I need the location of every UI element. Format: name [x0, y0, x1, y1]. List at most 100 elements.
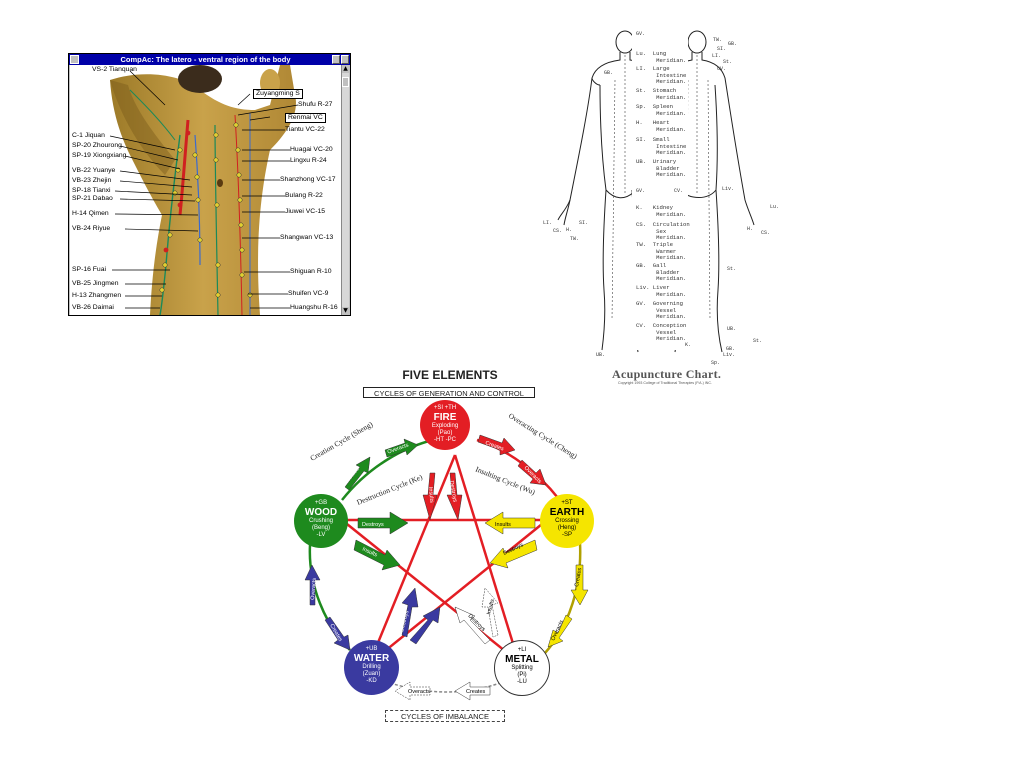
point-label[interactable]: Renmai VC	[285, 113, 326, 123]
node-sub: Crossing (Heng)	[555, 518, 579, 531]
point-label[interactable]: VB-22 Yuanye	[72, 167, 116, 174]
meridian-label: H. Heart Meridian.	[636, 119, 687, 133]
meridian-tag: Lu.	[770, 204, 780, 210]
point-label[interactable]: Shangwan VC-13	[280, 234, 334, 241]
point-label[interactable]: VS-2 Tianquan	[92, 66, 137, 73]
arrow-label: Destroys	[399, 610, 410, 633]
point-label[interactable]: H-14 Qimen	[72, 210, 109, 217]
point-label[interactable]: VB-25 Jingmen	[72, 280, 119, 287]
metal-node[interactable]: +LI METAL Splitting (Pi) -LU	[494, 640, 550, 696]
window-title: CompAc: The latero - ventral region of t…	[120, 55, 291, 64]
meridian-tag: Liv.	[723, 352, 736, 358]
meridian-tag: CS.	[553, 228, 563, 234]
overacting-cycle-label: Overacting Cycle (Cheng)	[507, 411, 579, 461]
point-label[interactable]: SP-18 Tianxi	[72, 187, 111, 194]
arrow-label: Insults	[495, 522, 511, 528]
meridian-tag: St.	[723, 59, 733, 65]
point-label[interactable]: Tiantu VC-22	[285, 126, 325, 133]
body-illustration	[109, 65, 299, 315]
meridian-tag: UB.	[596, 352, 606, 358]
node-bottom-label: -KD	[366, 678, 377, 684]
maximize-button[interactable]	[341, 55, 349, 64]
creation-cycle-label: Creation Cycle (Sheng)	[309, 419, 375, 462]
meridian-label: SI. Small Intestine Meridian.	[636, 136, 687, 156]
node-top-label: +ST	[561, 500, 573, 506]
point-label[interactable]: Huangshu R-16	[290, 304, 338, 311]
vertical-scrollbar[interactable]: ▲ ▼	[341, 65, 349, 315]
meridian-label: GV. Governing Vessel Meridian.	[636, 300, 687, 320]
minimize-button[interactable]	[332, 55, 340, 64]
arrow-label: Insults	[427, 487, 434, 504]
node-name: WATER	[353, 653, 390, 664]
destruction-cycle-label: Destruction Cycle (Ke)	[355, 472, 424, 507]
meridian-label: Sp. Spleen Meridian.	[636, 103, 687, 117]
node-sub: Drilling (Zuan)	[362, 664, 381, 677]
titlebar[interactable]: CompAc: The latero - ventral region of t…	[69, 54, 350, 65]
water-node[interactable]: +UB WATER Drilling (Zuan) -KD	[344, 640, 399, 695]
system-menu-icon[interactable]	[70, 55, 79, 64]
node-name: FIRE	[433, 412, 457, 423]
point-label[interactable]: Jiuwei VC-15	[285, 208, 326, 215]
point-label[interactable]: Shufu R-27	[298, 101, 333, 108]
node-sub: Exploding (Pao)	[431, 423, 459, 436]
meridian-tag: LI.	[712, 53, 722, 59]
five-elements-diagram: Creates Overacts Destroys Insults Create…	[304, 411, 589, 701]
node-bottom-label: -LU	[517, 679, 527, 685]
point-label[interactable]: Shuifen VC-9	[288, 290, 329, 297]
meridian-tag: Sp.	[711, 360, 721, 366]
meridian-label: UB. Urinary Bladder Meridian.	[636, 158, 687, 178]
node-name: METAL	[505, 654, 539, 665]
point-label[interactable]: SP-21 Dabao	[72, 195, 113, 202]
point-label[interactable]: VB-26 Daimai	[72, 304, 114, 311]
cycles-of-imbalance-label: CYCLES OF IMBALANCE	[385, 710, 505, 722]
cycles-subtitle: CYCLES OF GENERATION AND CONTROL	[363, 387, 535, 398]
meridian-label: K. Kidney Meridian.	[636, 204, 687, 218]
scroll-thumb[interactable]	[342, 77, 349, 87]
meridian-tag: GV.	[636, 31, 646, 37]
five-elements-title: FIVE ELEMENTS	[402, 368, 498, 382]
node-top-label: +GB	[314, 500, 328, 506]
point-label[interactable]: Shiguan R-10	[290, 268, 332, 275]
point-label[interactable]: Bulang R-22	[285, 192, 323, 199]
arrow-label: Insults	[486, 598, 496, 615]
meridian-label: CS. Circulation Sex Meridian.	[636, 221, 690, 241]
arrow-label: Overacts	[310, 577, 318, 600]
point-label[interactable]: SP-19 Xiongxiang	[72, 152, 127, 159]
meridian-tag: K.	[685, 342, 692, 348]
point-label[interactable]: C-1 Jiquan	[72, 132, 105, 139]
meridian-tag: SI.	[717, 46, 727, 52]
node-name: EARTH	[549, 507, 585, 518]
node-sub: Splitting (Pi)	[511, 665, 533, 678]
point-label[interactable]: VB-23 Zhejin	[72, 177, 112, 184]
arrow-label: Creates	[574, 567, 583, 587]
meridian-tag: GB.	[604, 70, 614, 76]
meridian-tag: St.	[753, 338, 763, 344]
fire-node[interactable]: +SI +TH FIRE Exploding (Pao) -HT -PC	[420, 400, 470, 450]
point-label[interactable]: Lingxu R-24	[290, 157, 327, 164]
meridian-tag: SI.	[579, 220, 589, 226]
point-label[interactable]: Shanzhong VC-17	[280, 176, 336, 183]
meridian-label: St. Stomach Meridian.	[636, 87, 687, 101]
scroll-down-button[interactable]: ▼	[342, 307, 349, 315]
meridian-tag: TW.	[570, 236, 580, 242]
wood-node[interactable]: +GB WOOD Crushing (Beng) -LV	[294, 494, 348, 548]
point-label[interactable]: SP-20 Zhourong	[72, 142, 122, 149]
arrow-label: Destroys	[362, 522, 384, 528]
point-label[interactable]: Zuyangming S	[253, 89, 303, 99]
scroll-up-button[interactable]: ▲	[342, 65, 349, 73]
meridian-tag: TW.	[713, 37, 723, 43]
point-label[interactable]: H-13 Zhangmen	[72, 292, 122, 299]
node-bottom-label: -HT -PC	[434, 437, 456, 443]
point-label[interactable]: Huagai VC-20	[290, 146, 333, 153]
point-label[interactable]: VB-24 Riyue	[72, 225, 111, 232]
node-name: WOOD	[304, 507, 338, 518]
earth-node[interactable]: +ST EARTH Crossing (Heng) -SP	[540, 494, 594, 548]
meridian-tag: Liv.	[722, 186, 735, 192]
meridian-tag: LI.	[543, 220, 553, 226]
point-label[interactable]: SP-16 Fuai	[72, 266, 107, 273]
node-top-label: +LI	[517, 647, 527, 653]
meridian-tag: H.	[747, 226, 754, 232]
meridian-tag: GB.	[728, 41, 738, 47]
arrow-label: Overacts	[408, 689, 430, 695]
chart-caption: Acupuncture Chart.	[612, 367, 722, 381]
